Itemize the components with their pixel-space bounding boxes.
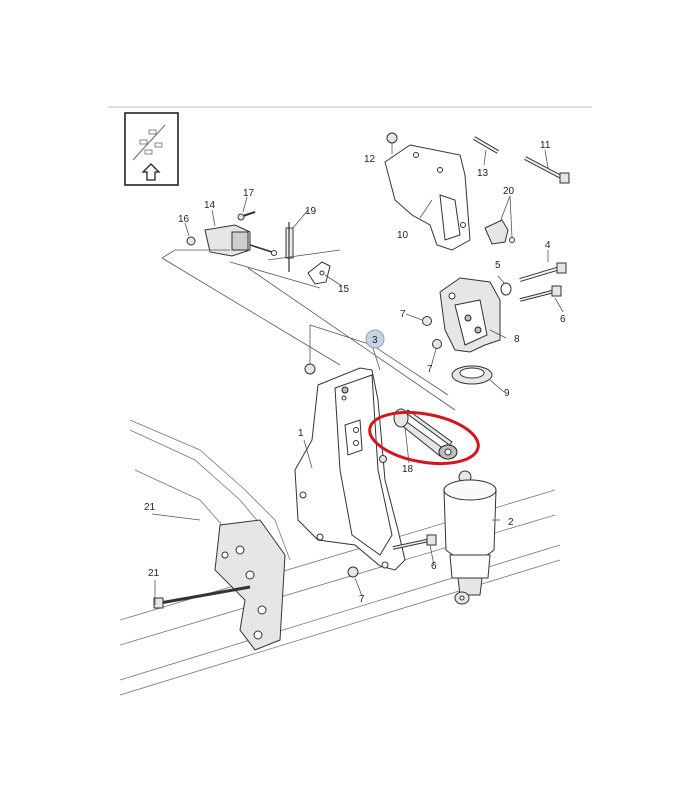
bolt-11 [524,156,570,184]
leader-lines [151,142,564,605]
callout-10: 10 [397,230,409,241]
pin-13 [472,136,500,154]
bolt-6-upper [519,285,562,302]
callout-19: 19 [305,206,317,217]
bracket-10 [384,144,471,251]
washer-5 [500,282,512,296]
callout-15: 15 [338,284,350,295]
rod-19 [285,222,294,272]
clip-20 [484,219,515,245]
mount-bracket-8 [439,277,501,353]
ring-9 [451,365,493,385]
callout-9: 9 [504,388,510,399]
callout-labels: 1 2 3 4 5 6 6 7 7 7 8 9 10 11 12 13 14 1… [144,140,566,605]
nut-7-upper [422,316,442,349]
nut-16 [186,236,196,246]
nut-7-lower [347,566,359,578]
small-nut-bracket [379,455,387,463]
callout-3: 3 [372,335,378,346]
callout-7-b: 7 [427,364,433,375]
callout-6-upper: 6 [560,314,566,325]
bracket-15 [307,261,331,285]
screw-17 [237,211,256,221]
callout-2: 2 [508,517,514,528]
callout-21-b: 21 [148,568,160,579]
callout-8: 8 [514,334,520,345]
callout-13: 13 [477,168,489,179]
main-bracket-1 [294,367,406,571]
callout-1: 1 [298,428,304,439]
callout-21-a: 21 [144,502,156,513]
callout-6-lower: 6 [431,561,437,572]
callout-5: 5 [495,260,501,271]
nut-12 [386,132,398,144]
highlight-ring [368,411,480,465]
nut-7-top [304,363,316,375]
callout-20: 20 [503,186,515,197]
bolt-21-lower [153,585,251,609]
callout-badge-3 [365,329,385,349]
bolt-6-lower [392,534,437,550]
air-spring-2 [443,470,497,605]
callout-11: 11 [540,140,551,151]
callout-7-c: 7 [359,594,365,605]
orientation-icon-box [124,112,179,186]
callout-12: 12 [364,154,376,165]
lever-assembly-14 [204,224,277,257]
callout-17: 17 [243,188,255,199]
bolt-4 [519,262,567,282]
callout-7-a: 7 [400,309,406,320]
callout-18: 18 [402,464,414,475]
shock-absorber-18 [393,408,458,460]
callout-4: 4 [545,240,551,251]
front-direction-arrow-icon [132,124,166,181]
callout-16: 16 [178,214,190,225]
callout-14: 14 [204,200,216,211]
